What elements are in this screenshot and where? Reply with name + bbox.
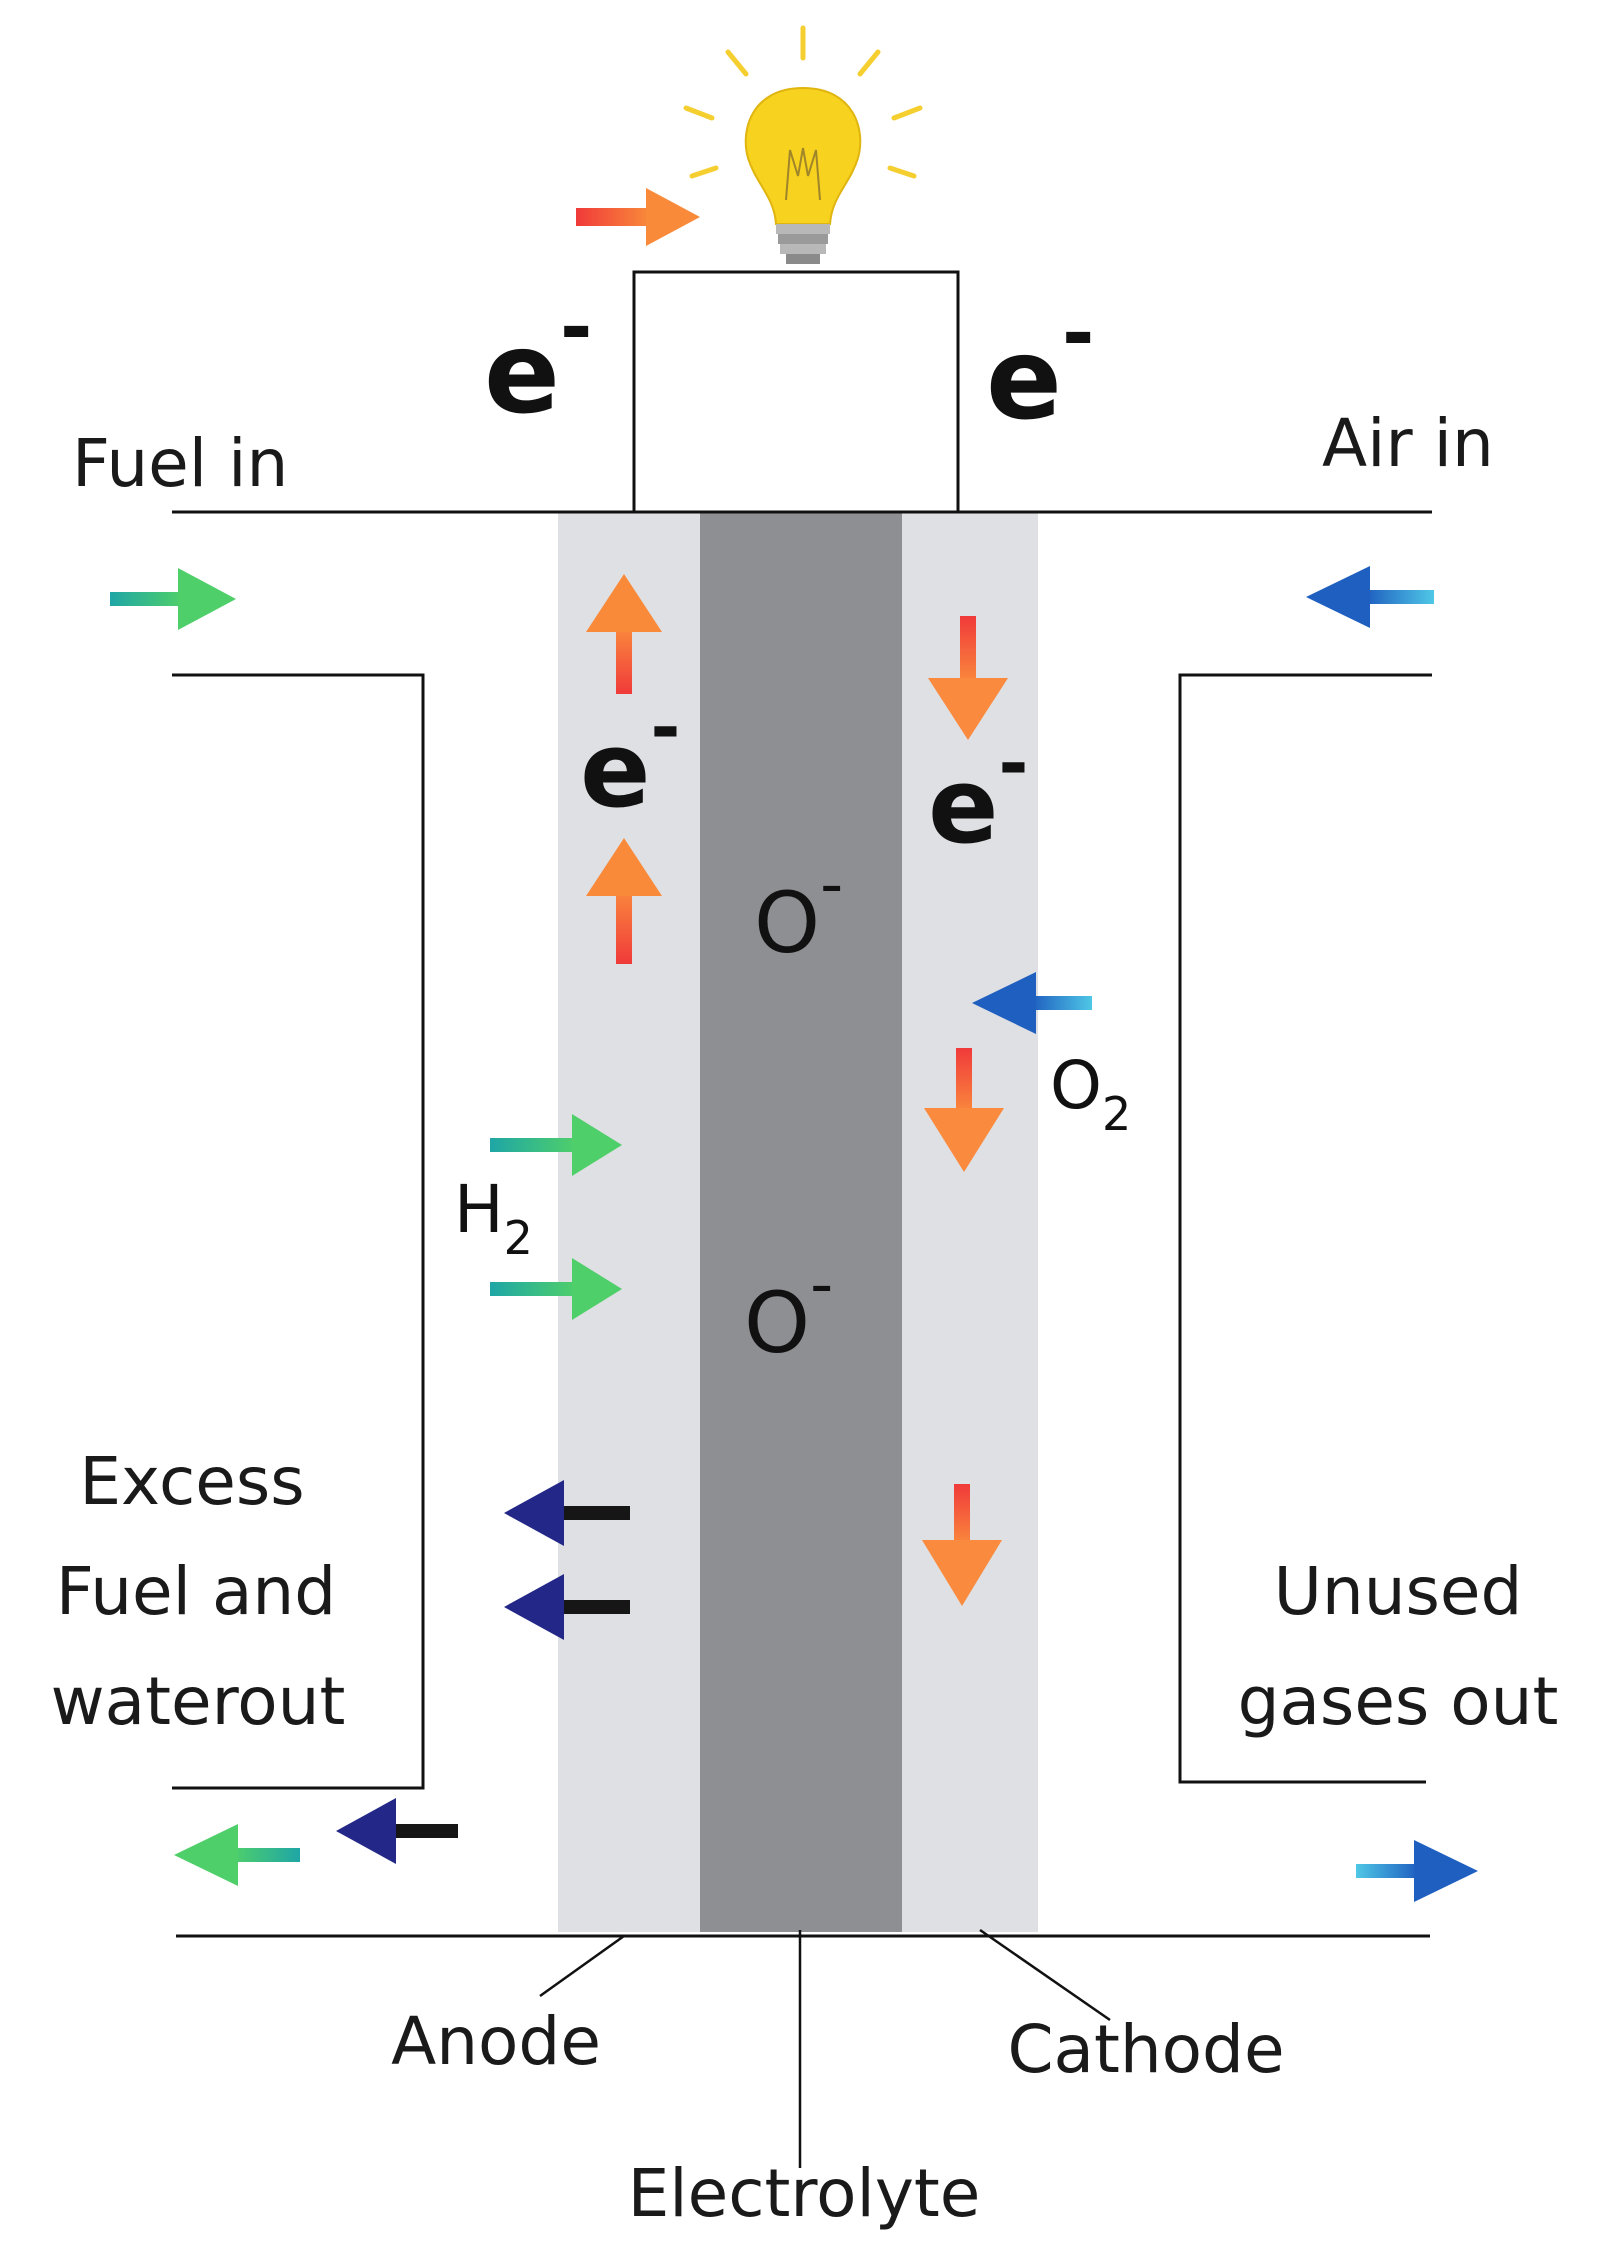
air-in-arrow: [1306, 566, 1434, 628]
electron-label-anode: e-: [580, 685, 680, 831]
housing-lines: [172, 510, 1432, 1938]
cathode-label: Cathode: [1007, 2011, 1284, 2088]
water-out-arrow-3: [336, 1798, 458, 1864]
water-out-arrow-2: [504, 1574, 630, 1640]
unused-gases-label-line-2: gases out: [1238, 1663, 1559, 1740]
external-circuit: [632, 270, 960, 512]
hydrogen-arrow-1: [490, 1114, 622, 1176]
anode-label: Anode: [391, 2003, 601, 2080]
oxide-ion-label-1: O-: [754, 848, 843, 972]
water-out-arrow-1: [504, 1480, 630, 1546]
excess-fuel-label-line-2: Fuel and: [56, 1553, 336, 1630]
electron-label-circuit-left: e-: [484, 283, 592, 439]
circuit-electron-arrow: [576, 188, 700, 246]
anode-electron-arrow-1: [586, 574, 662, 694]
electrolyte-layer: [700, 512, 902, 1932]
excess-fuel-out-arrow: [174, 1824, 300, 1886]
hydrogen-label: H2: [454, 1171, 533, 1265]
electron-label-cathode: e-: [928, 721, 1028, 867]
oxygen-label: O2: [1050, 1047, 1131, 1141]
layer-leader-lines: [539, 1928, 1111, 2168]
unused-gases-out-arrow: [1356, 1840, 1478, 1902]
excess-fuel-label-line-1: Excess: [79, 1443, 304, 1520]
cathode-electron-arrow-2: [924, 1048, 1004, 1172]
cathode-electron-arrow-1: [928, 616, 1008, 740]
hydrogen-arrow-2: [490, 1258, 622, 1320]
unused-gases-label-line-1: Unused: [1274, 1553, 1523, 1630]
air-in-label: Air in: [1322, 405, 1494, 482]
anode-electron-arrow-2: [586, 838, 662, 964]
anode-layer: [558, 512, 700, 1932]
light-bulb-icon: [683, 25, 923, 264]
fuel-in-label: Fuel in: [72, 425, 288, 502]
oxygen-arrow: [972, 972, 1092, 1034]
cathode-electron-arrow-3: [922, 1484, 1002, 1606]
electrolyte-label: Electrolyte: [628, 2155, 981, 2232]
fuel-in-arrow: [110, 568, 236, 630]
excess-fuel-label-line-3: waterout: [51, 1663, 346, 1740]
oxide-ion-label-2: O-: [744, 1248, 833, 1372]
electron-label-circuit-right: e-: [986, 289, 1094, 445]
cathode-layer: [902, 512, 1038, 1932]
